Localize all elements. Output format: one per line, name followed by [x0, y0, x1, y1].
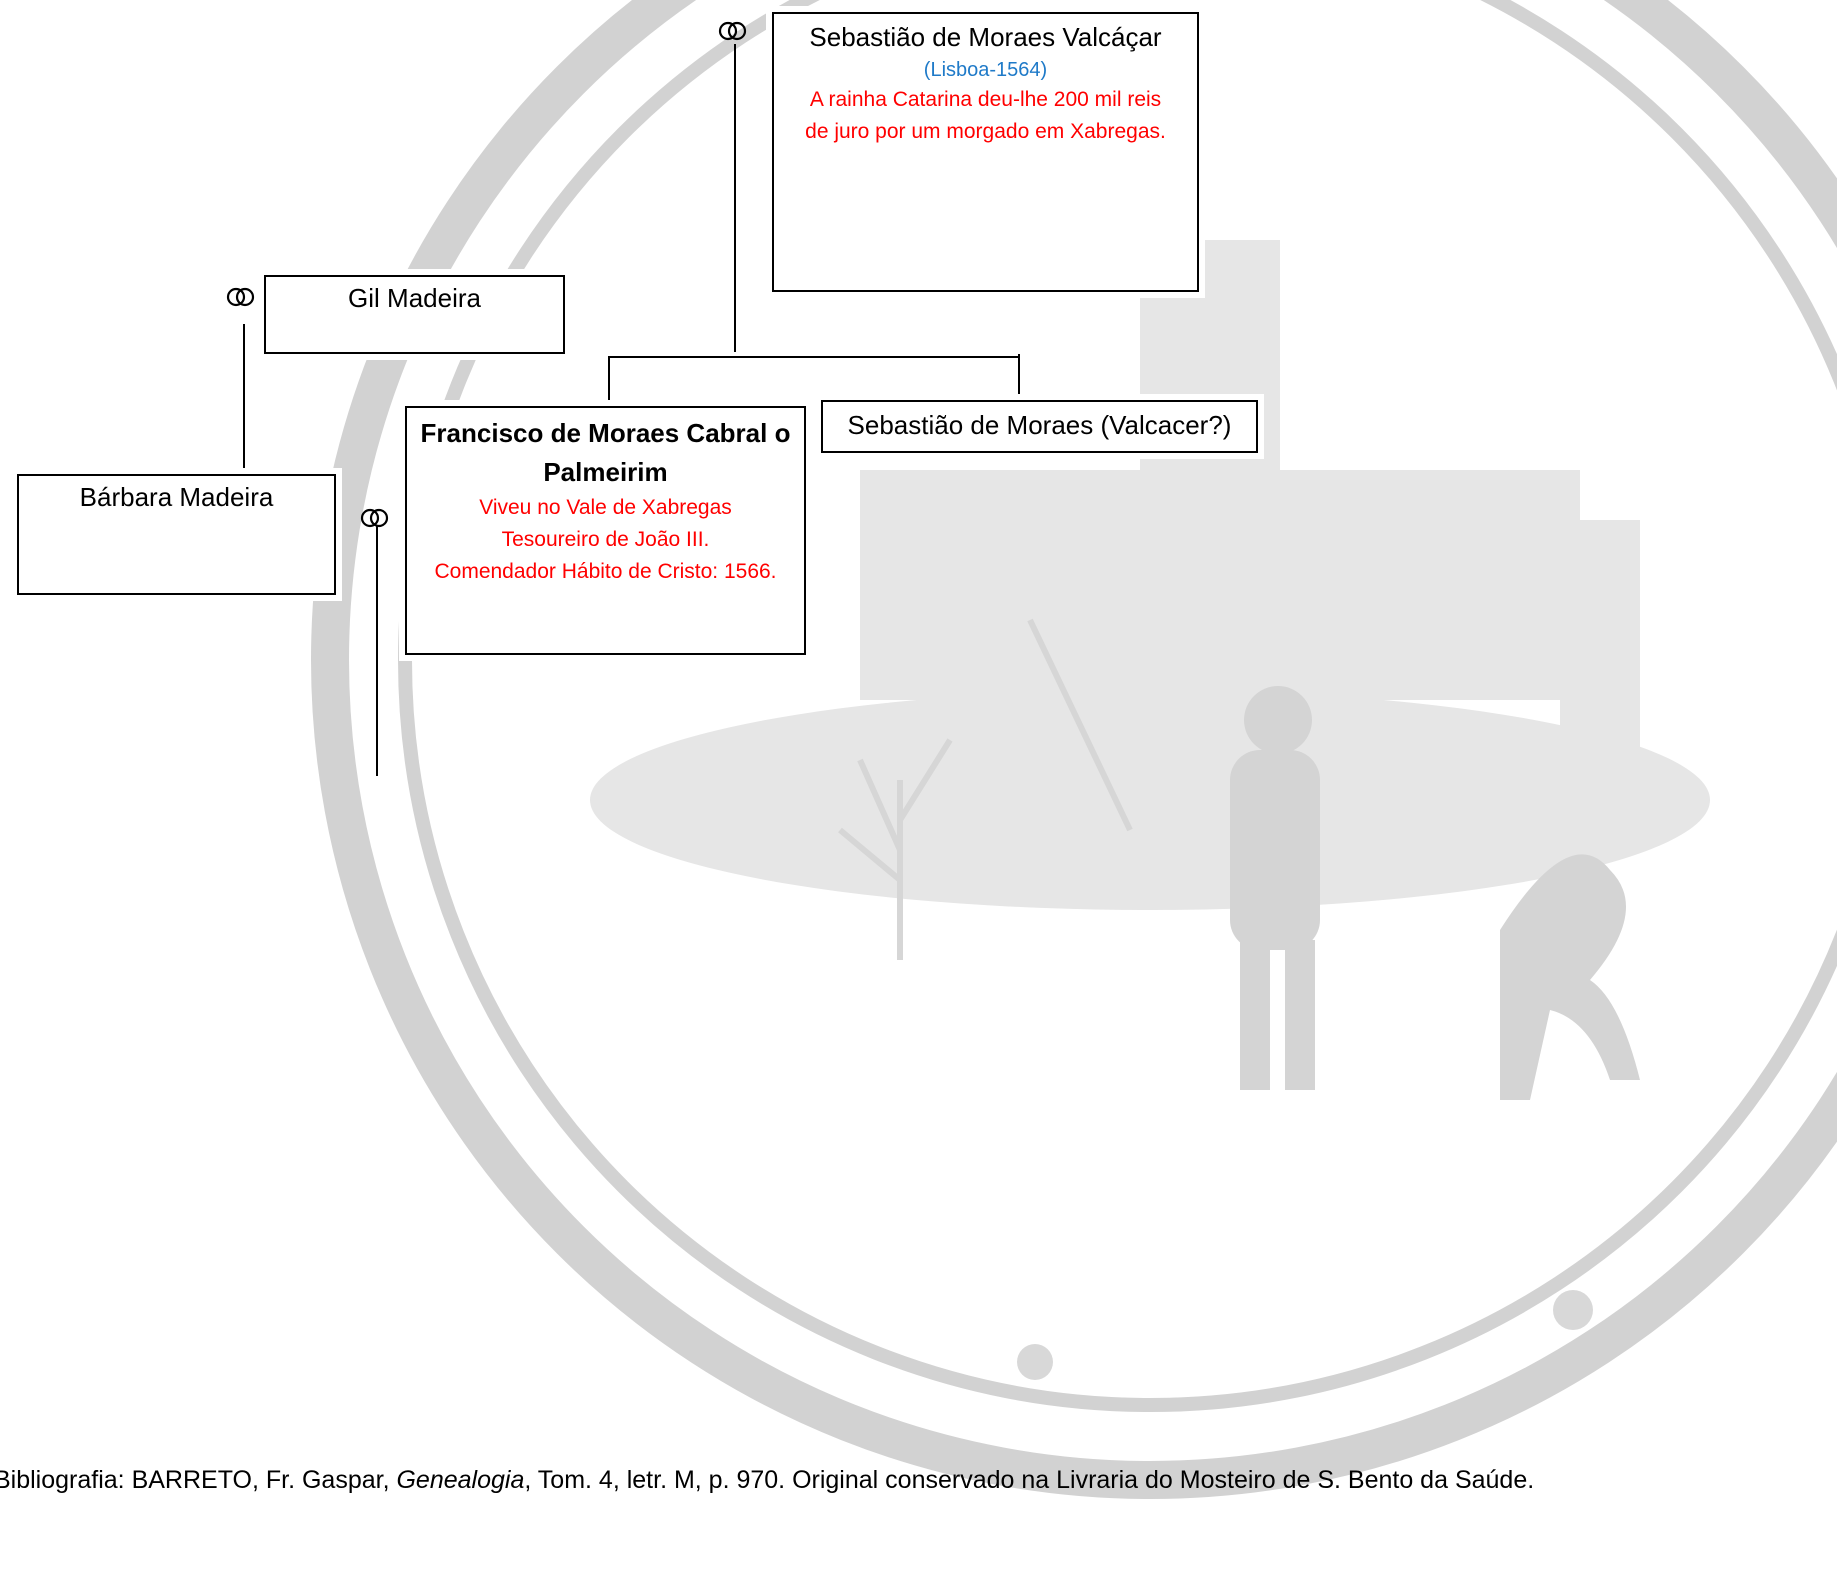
person-name: Bárbara Madeira — [79, 482, 274, 512]
person-box-francisco-palmeirim: Francisco de Moraes Cabral o Palmeirim V… — [405, 406, 806, 655]
child-link-sebastiao-valcacer — [1018, 354, 1020, 400]
marriage-rings-icon — [226, 287, 255, 307]
person-box-gil-madeira: Gil Madeira — [264, 275, 565, 354]
person-box-sebastiao-valcacar: Sebastião de Moraes Valcáçar (Lisboa-156… — [772, 12, 1199, 292]
child-link-francisco — [608, 356, 610, 406]
marriage-line-gil — [243, 324, 245, 474]
person-note: Tesoureiro de João III. — [501, 528, 710, 551]
children-bar — [608, 356, 1020, 358]
bibliography-suffix: , Tom. 4, letr. M, p. 970. Original cons… — [524, 1466, 1535, 1494]
marriage-line-francisco — [376, 526, 378, 776]
person-note: Comendador Hábito de Cristo: 1566. — [434, 560, 777, 583]
person-name: Sebastião de Moraes Valcáçar — [809, 22, 1162, 52]
marriage-rings-icon — [360, 508, 389, 528]
person-name: Sebastião de Moraes (Valcacer?) — [847, 410, 1232, 440]
person-box-barbara-madeira: Bárbara Madeira — [17, 474, 336, 595]
person-box-sebastiao-valcacer: Sebastião de Moraes (Valcacer?) — [821, 400, 1258, 453]
person-note: Viveu no Vale de Xabregas — [479, 496, 732, 519]
person-note: de juro por um morgado em Xabregas. — [805, 120, 1166, 143]
marriage-rings-icon — [718, 21, 747, 41]
person-note: A rainha Catarina deu-lhe 200 mil reis — [809, 88, 1162, 111]
marriage-line-sebastiao — [734, 44, 736, 352]
person-place: (Lisboa-1564) — [923, 59, 1048, 81]
bibliography-title: Genealogia — [396, 1466, 525, 1494]
bibliography: Bibliografia: BARRETO, Fr. Gaspar, Genea… — [0, 1466, 1534, 1495]
bibliography-prefix: Bibliografia: BARRETO, Fr. Gaspar, — [0, 1466, 397, 1494]
person-name: Francisco de Moraes Cabral o Palmeirim — [420, 418, 791, 487]
person-name: Gil Madeira — [348, 283, 481, 313]
